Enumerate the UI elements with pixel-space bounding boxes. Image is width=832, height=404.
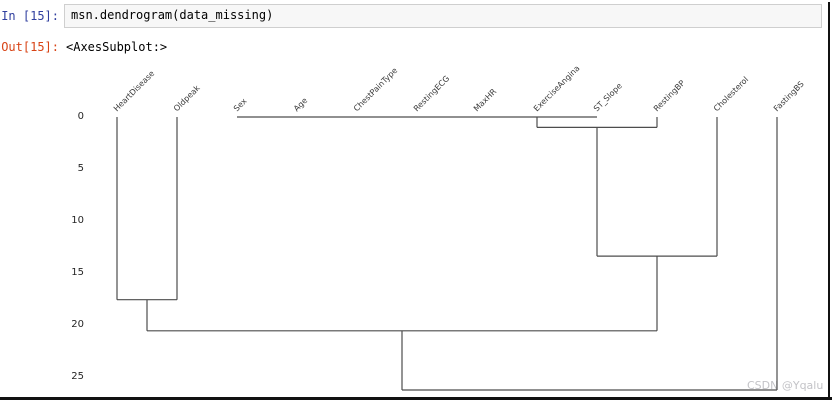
watermark: CSDN @Yqalu xyxy=(747,379,824,392)
y-tick-label: 20 xyxy=(71,318,84,330)
code-text: msn.dendrogram(data_missing) xyxy=(71,8,274,22)
y-tick-label: 5 xyxy=(77,162,84,174)
y-tick-label: 15 xyxy=(71,266,84,278)
y-tick-label: 10 xyxy=(71,214,84,226)
output-prompt: Out[15]: xyxy=(1,40,59,54)
leaf-label-restingbp: RestingBP xyxy=(651,78,687,114)
leaf-label-age: Age xyxy=(291,95,310,114)
window-bottom-border xyxy=(0,397,832,400)
code-cell-input[interactable]: msn.dendrogram(data_missing) xyxy=(64,4,822,28)
output-value: <AxesSubplot:> xyxy=(66,40,168,54)
leaf-label-exerciseangina: ExerciseAngina xyxy=(531,63,582,114)
window-right-border xyxy=(828,2,830,400)
leaf-label-fastingbs: FastingBS xyxy=(771,79,806,114)
leaf-label-heartdisease: HeartDisease xyxy=(111,68,157,114)
leaf-label-restingecg: RestingECG xyxy=(411,73,452,114)
leaf-label-cholesterol: Cholesterol xyxy=(711,74,751,114)
leaf-label-sex: Sex xyxy=(231,96,249,114)
y-tick-label: 0 xyxy=(77,111,84,122)
leaf-label-st_slope: ST_Slope xyxy=(591,81,624,114)
leaf-label-chestpaintype: ChestPainType xyxy=(351,65,400,114)
y-tick-label: 25 xyxy=(71,370,84,382)
leaf-label-oldpeak: Oldpeak xyxy=(171,83,202,114)
leaf-label-maxhr: MaxHR xyxy=(471,87,499,114)
input-prompt: In [15]: xyxy=(1,9,59,23)
